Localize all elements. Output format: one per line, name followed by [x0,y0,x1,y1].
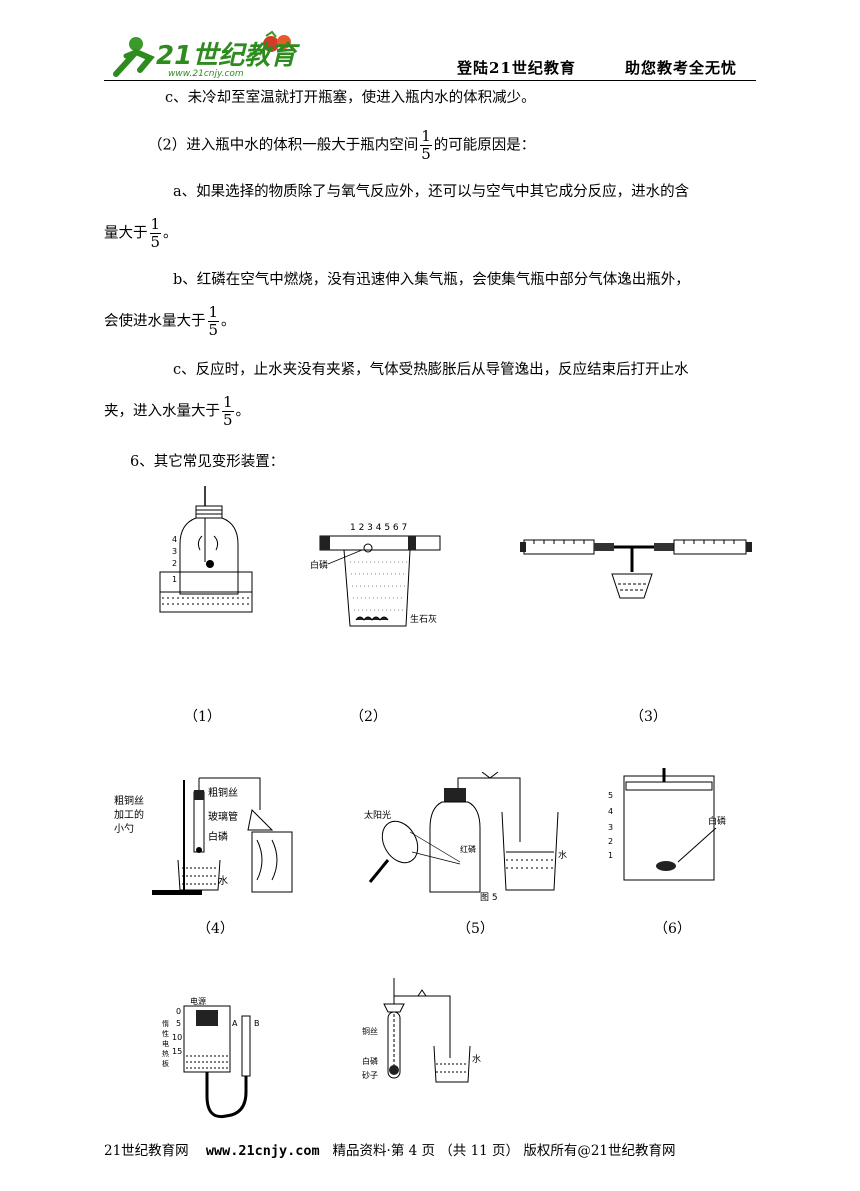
svg-text:白磷: 白磷 [208,830,228,843]
para-b-line1: b、红磷在空气中燃烧，没有迅速伸入集气瓶，会使集气瓶中部分气体逸出瓶外， [173,272,690,288]
svg-text:加工的: 加工的 [114,808,144,821]
svg-text:板: 板 [162,1059,169,1068]
section-6-heading: 6、其它常见变形装置： [130,454,285,470]
svg-text:砂子: 砂子 [362,1070,378,1080]
svg-text:红磷: 红磷 [460,844,476,854]
svg-text:水: 水 [472,1053,481,1065]
caption-3: （3） [630,709,667,725]
svg-text:10: 10 [172,1033,182,1042]
svg-text:粗铜丝: 粗铜丝 [114,795,144,807]
svg-text:4: 4 [172,535,177,544]
svg-text:5: 5 [176,1019,181,1028]
svg-text:3: 3 [608,823,613,832]
svg-text:5: 5 [608,791,613,800]
svg-text:白磷: 白磷 [708,815,726,827]
footer-url[interactable]: www.21cnjy.com [205,1143,320,1159]
site-logo: 21世纪教育 www.21cnjy.com [106,30,316,80]
svg-text:白磷: 白磷 [310,559,328,571]
svg-text:玻璃管: 玻璃管 [208,810,238,823]
para-a-line1: a、如果选择的物质除了与氧气反应外，还可以与空气中其它成分反应，进水的含 [173,184,690,200]
figure-1-bottle-trough: 4 3 2 1 [150,484,260,618]
svg-text:A: A [232,1019,238,1028]
figure-5-sunlight-apparatus: 太阳光 红磷 水 图 5 [360,771,570,906]
figure-8-copper-wire-tube: 铜丝 白磷 砂子 水 [360,978,490,1094]
svg-text:电源: 电源 [190,996,206,1006]
svg-text:3: 3 [172,547,177,556]
svg-text:1: 1 [172,575,177,584]
svg-text:惰: 惰 [162,1019,169,1028]
svg-text:B: B [254,1019,260,1028]
svg-text:电: 电 [162,1039,169,1048]
svg-text:2: 2 [608,837,613,846]
svg-text:1 2 3 4 5 6 7: 1 2 3 4 5 6 7 [350,523,407,533]
svg-text:太阳光: 太阳光 [364,809,391,821]
svg-text:0: 0 [176,1007,181,1016]
figure-4-copper-wire-apparatus: 粗铜丝 玻璃管 白磷 水 粗铜丝 加工的 小勺 [112,770,312,904]
para-c-line1: c、反应时，止水夹没有夹紧，气体受热膨胀后从导管逸出，反应结束后打开止水 [173,362,689,378]
caption-6: （6） [654,921,691,937]
figure-7-heating-plate: 电源 0 5 10 15 惰 性 电 热 板 A B [160,996,280,1130]
svg-text:生石灰: 生石灰 [410,613,437,625]
svg-text:21世纪教育: 21世纪教育 [156,41,300,71]
para-c1: c、未冷却至室温就打开瓶塞，使进入瓶内水的体积减少。 [165,90,536,106]
svg-text:水: 水 [558,849,567,861]
figure-3-syringes [520,528,760,612]
svg-text:热: 热 [162,1049,169,1058]
footer-text: 精品资料·第 4 页 （共 11 页） 版权所有@21世纪教育网 [332,1143,676,1159]
svg-text:1: 1 [608,851,613,860]
svg-text:白磷: 白磷 [362,1056,378,1066]
logo-graphic: 21世纪教育 www.21cnjy.com [113,30,300,79]
svg-text:小勺: 小勺 [114,823,134,835]
figure-2-quicklime-jar: 1 2 3 4 5 6 7 白磷 生石灰 [310,516,450,640]
svg-text:水: 水 [218,875,228,887]
caption-5: （5） [457,921,494,937]
svg-text:15: 15 [172,1047,182,1056]
svg-text:4: 4 [608,807,613,816]
header-slogan-2: 助您教考全无忧 [625,59,738,77]
svg-text:粗铜丝: 粗铜丝 [208,787,238,799]
header-rule [104,80,756,81]
page-footer: 21世纪教育网 www.21cnjy.com 精品资料·第 4 页 （共 11 … [104,1139,676,1159]
caption-4: （4） [197,921,234,937]
svg-text:www.21cnjy.com: www.21cnjy.com [168,69,244,79]
header-slogan-1: 登陆21世纪教育 [457,59,576,77]
footer-site: 21世纪教育网 [104,1143,189,1159]
svg-text:图 5: 图 5 [480,892,498,902]
svg-text:性: 性 [162,1029,169,1038]
caption-2: （2） [350,709,387,725]
svg-text:2: 2 [172,559,177,568]
caption-1: （1） [184,709,221,725]
svg-text:铜丝: 铜丝 [362,1026,378,1036]
figure-6-white-phosphorus-box: 5 4 3 2 1 白磷 [604,768,744,890]
